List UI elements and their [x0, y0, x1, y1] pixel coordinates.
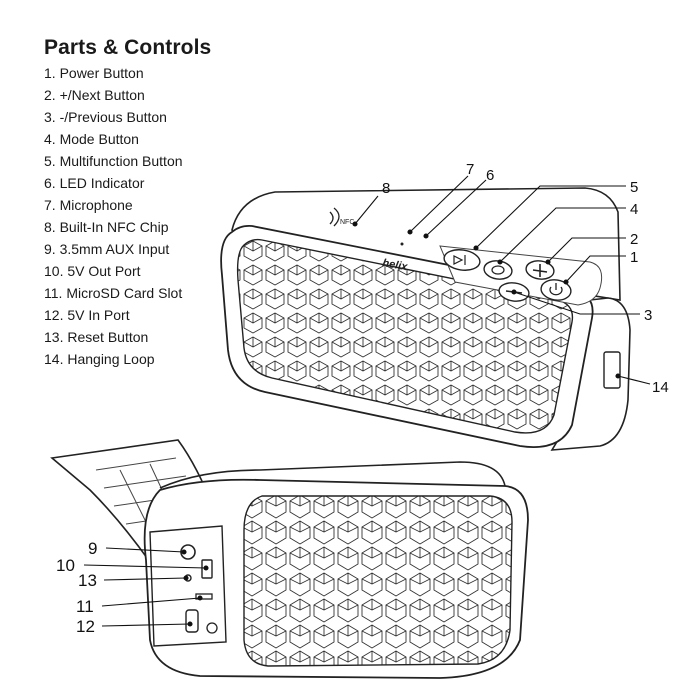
part-mode-button: 4. Mode Button: [44, 131, 139, 147]
callout-12: 12: [76, 617, 95, 636]
callout-11: 11: [76, 597, 94, 616]
part-nfc-chip: 8. Built-In NFC Chip: [44, 219, 169, 235]
part-reset-button: 13. Reset Button: [44, 329, 149, 345]
callout-8: 8: [382, 180, 390, 197]
plus-icon: [532, 264, 548, 277]
mode-icon: [491, 265, 505, 275]
power-button[interactable]: [540, 278, 572, 302]
panel-screw: [206, 622, 218, 634]
part-aux-input: 9. 3.5mm AUX Input: [44, 241, 170, 257]
callout-7: 7: [466, 161, 474, 178]
speaker-top-view: NFC helix: [220, 161, 669, 451]
nfc-label: NFC: [340, 219, 354, 226]
callout-3: 3: [644, 307, 652, 324]
callout-9: 9: [88, 539, 97, 558]
part-5v-out-port: 10. 5V Out Port: [44, 263, 141, 279]
part-microsd-slot: 11. MicroSD Card Slot: [44, 285, 183, 301]
multifunction-icon: [453, 255, 466, 265]
part-microphone: 7. Microphone: [44, 197, 133, 213]
callout-10: 10: [56, 556, 75, 575]
microsd-slot: [195, 593, 213, 600]
multifunction-button[interactable]: [443, 248, 481, 273]
speaker-bottom-view: 9 10 13 11 12: [50, 439, 529, 679]
parts-list: 1. Power Button 2. +/Next Button 3. -/Pr…: [44, 62, 183, 370]
part-next-button: 2. +/Next Button: [44, 87, 145, 103]
part-5v-in-port: 12. 5V In Port: [44, 307, 130, 323]
part-multifunction-button: 5. Multifunction Button: [44, 153, 183, 169]
extra-dot: [400, 242, 404, 246]
callout-6: 6: [486, 167, 494, 184]
port-panel: [149, 525, 227, 647]
part-led-indicator: 6. LED Indicator: [44, 175, 145, 191]
plus-button[interactable]: [525, 259, 555, 281]
power-icon: [549, 283, 563, 296]
callout-1: 1: [630, 249, 638, 266]
usb-in-port: [185, 609, 199, 633]
speaker-bottom-top-edge: [159, 461, 506, 489]
part-power-button: 1. Power Button: [44, 65, 144, 81]
brand-logo: helix: [381, 257, 409, 273]
part-hanging-loop: 14. Hanging Loop: [44, 351, 155, 367]
speaker-bottom-grille: [243, 495, 513, 667]
callout-5: 5: [630, 179, 638, 196]
part-previous-button: 3. -/Previous Button: [44, 109, 167, 125]
nfc-icon: NFC: [329, 207, 354, 227]
callout-4: 4: [630, 201, 638, 218]
callout-14: 14: [652, 379, 669, 396]
callout-13: 13: [78, 571, 97, 590]
page-title: Parts & Controls: [44, 36, 212, 59]
callout-2: 2: [630, 231, 638, 248]
hanging-loop: [603, 351, 621, 389]
